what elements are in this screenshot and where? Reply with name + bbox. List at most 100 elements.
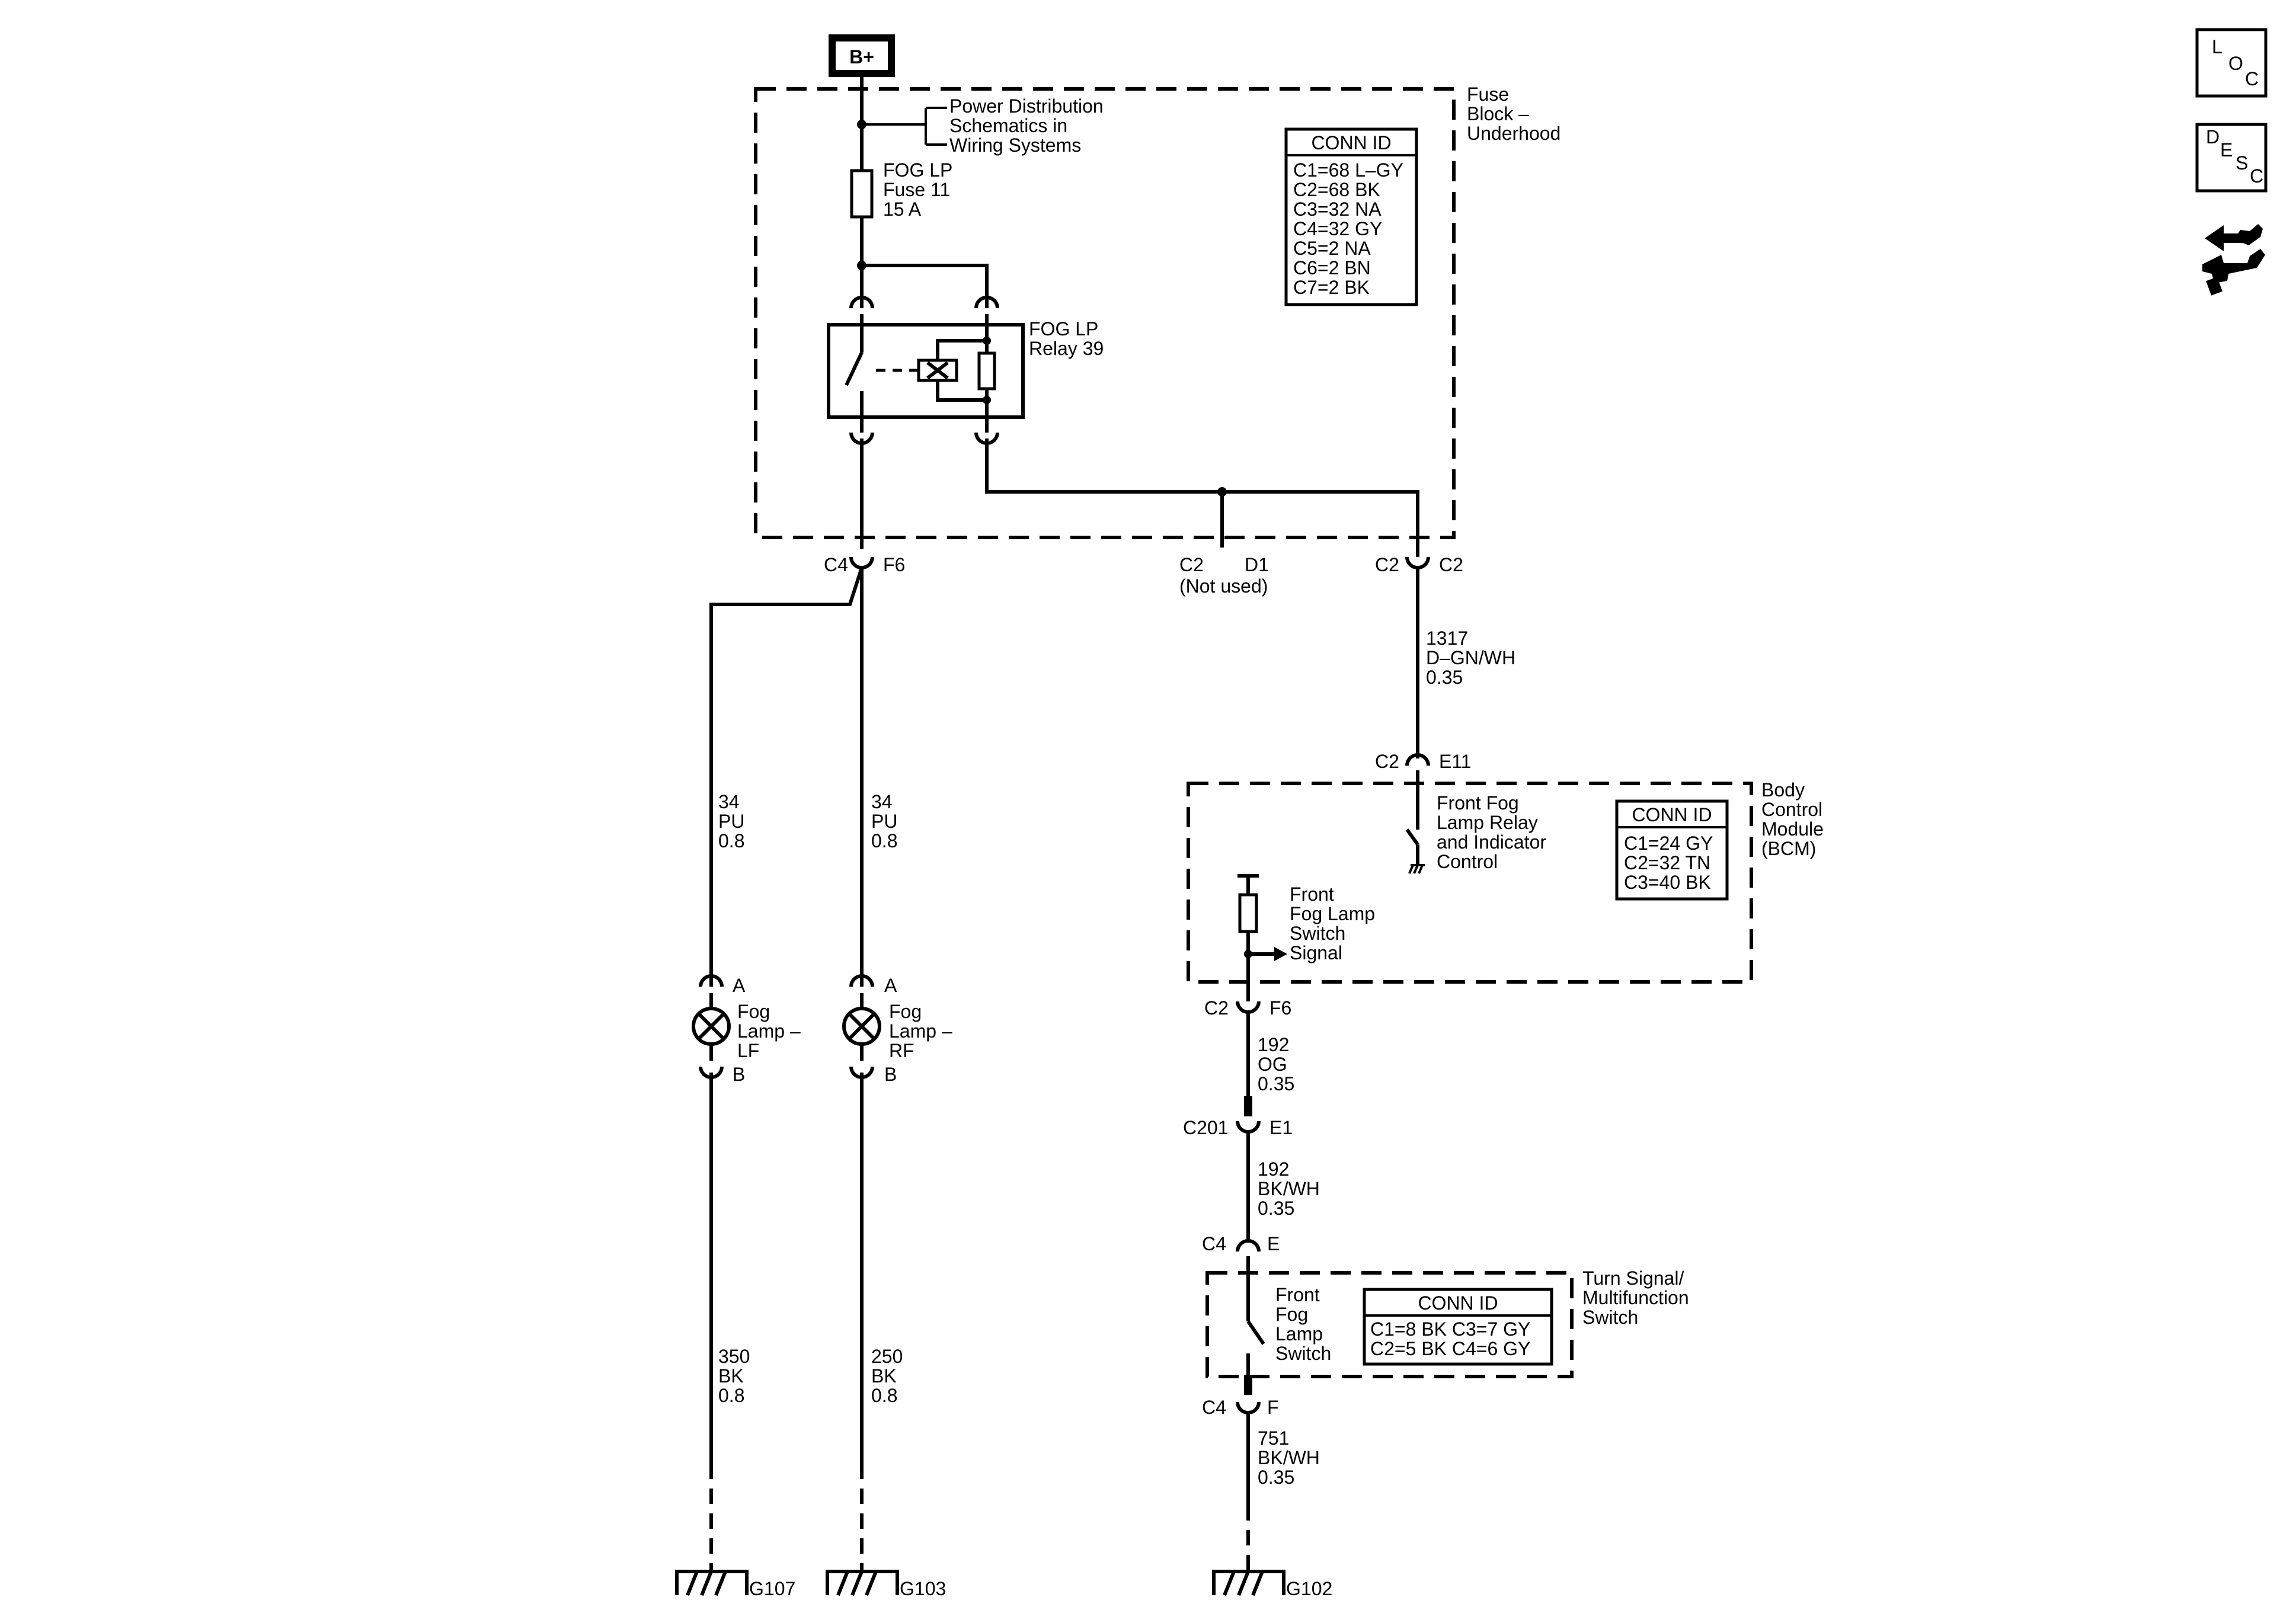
- fuse-label: FOG LP Fuse 11 15 A: [883, 159, 952, 220]
- svg-text:C4=32 GY: C4=32 GY: [1293, 218, 1382, 239]
- connector-body: [1244, 1096, 1252, 1116]
- svg-text:S: S: [2236, 152, 2248, 174]
- svg-text:BK: BK: [871, 1365, 897, 1387]
- bcm-relay-control-switch: [1405, 828, 1419, 846]
- svg-text:C5=2 NA: C5=2 NA: [1293, 238, 1371, 259]
- svg-text:LF: LF: [737, 1040, 759, 1061]
- fuse-block-enclosure: [754, 87, 1456, 539]
- svg-text:D1: D1: [1245, 554, 1269, 575]
- svg-text:F6: F6: [1269, 997, 1291, 1019]
- svg-text:0.8: 0.8: [871, 1385, 897, 1406]
- svg-text:Block –: Block –: [1467, 103, 1529, 124]
- wire-label-34-rf: 34 PU 0.8: [871, 791, 897, 852]
- svg-text:E1: E1: [1269, 1117, 1293, 1138]
- loc-button[interactable]: L O C: [2195, 28, 2268, 98]
- wire-label-192-bkwh: 192 BK/WH 0.35: [1258, 1158, 1320, 1219]
- svg-text:C4: C4: [1202, 1233, 1226, 1254]
- hand-arrows-icon[interactable]: [2202, 224, 2265, 296]
- svg-text:0.35: 0.35: [1258, 1198, 1294, 1219]
- svg-text:A: A: [884, 975, 897, 996]
- svg-text:Front: Front: [1275, 1284, 1320, 1305]
- wire-label-1317: 1317 D–GN/WH 0.35: [1426, 628, 1515, 688]
- svg-text:192: 192: [1258, 1158, 1289, 1180]
- svg-text:Fog: Fog: [1275, 1304, 1308, 1325]
- bplus-label: B+: [849, 46, 874, 68]
- svg-text:C1=24 GY: C1=24 GY: [1624, 833, 1713, 854]
- wire-label-34-lf: 34 PU 0.8: [718, 791, 744, 852]
- svg-text:Lamp: Lamp: [1275, 1323, 1323, 1345]
- front-fog-lamp-switch-label: Front Fog Lamp Switch: [1275, 1284, 1331, 1364]
- fog-lamp-lf: A B Fog Lamp – LF: [692, 974, 801, 1085]
- svg-text:PU: PU: [871, 811, 897, 832]
- svg-text:Control: Control: [1437, 851, 1498, 872]
- desc-button[interactable]: D E S C: [2195, 123, 2268, 193]
- svg-text:Schematics in: Schematics in: [949, 115, 1067, 136]
- ground-g102: G102: [1212, 1570, 1332, 1599]
- svg-text:1317: 1317: [1426, 628, 1468, 649]
- svg-text:BK: BK: [718, 1365, 744, 1387]
- svg-text:C3=40 BK: C3=40 BK: [1624, 872, 1711, 893]
- bcm-title: Body Control Module (BCM): [1761, 779, 1824, 859]
- svg-text:Body: Body: [1761, 779, 1805, 801]
- svg-text:Multifunction: Multifunction: [1582, 1287, 1689, 1308]
- svg-text:Switch: Switch: [1275, 1343, 1331, 1364]
- svg-text:34: 34: [718, 791, 740, 812]
- svg-text:D: D: [2206, 126, 2220, 148]
- svg-text:0.8: 0.8: [718, 830, 744, 852]
- wire-label-192-og: 192 OG 0.35: [1258, 1034, 1294, 1094]
- svg-text:G102: G102: [1286, 1578, 1332, 1599]
- svg-text:C: C: [2245, 68, 2259, 89]
- svg-text:FOG LP: FOG LP: [1029, 318, 1098, 340]
- front-fog-lamp-switch-contact: [1246, 1320, 1265, 1345]
- svg-text:C2: C2: [1179, 554, 1204, 575]
- svg-text:G107: G107: [749, 1578, 795, 1599]
- svg-text:CONN ID: CONN ID: [1311, 132, 1391, 153]
- connector-c201-e1: C201 E1: [1183, 1117, 1293, 1138]
- svg-text:E: E: [2220, 139, 2233, 161]
- svg-text:FOG LP: FOG LP: [883, 159, 952, 181]
- svg-text:B: B: [884, 1064, 897, 1085]
- svg-text:Switch: Switch: [1582, 1307, 1638, 1328]
- svg-text:Fog: Fog: [889, 1001, 922, 1022]
- relay-label: FOG LP Relay 39: [1029, 318, 1104, 359]
- svg-text:350: 350: [718, 1346, 750, 1367]
- svg-text:Fuse 11: Fuse 11: [883, 179, 950, 200]
- svg-text:Module: Module: [1761, 818, 1824, 840]
- bcm-conn-id-table: CONN ID C1=24 GY C2=32 TN C3=40 BK: [1615, 799, 1729, 901]
- svg-text:L: L: [2212, 36, 2223, 57]
- svg-text:0.35: 0.35: [1258, 1073, 1294, 1094]
- svg-text:Front: Front: [1290, 884, 1334, 905]
- fuse-block-conn-id-table: CONN ID C1=68 L–GY C2=68 BK C3=32 NA C4=…: [1284, 127, 1418, 306]
- svg-text:C4: C4: [824, 554, 848, 575]
- svg-text:F6: F6: [883, 554, 905, 575]
- svg-text:BK/WH: BK/WH: [1258, 1447, 1320, 1468]
- signal-arrow-icon: [1274, 947, 1287, 961]
- relay-output-wire: [985, 438, 1419, 539]
- relay-coil-feed: [862, 264, 989, 292]
- svg-text:751: 751: [1258, 1427, 1289, 1449]
- svg-text:O: O: [2228, 53, 2243, 74]
- svg-text:0.8: 0.8: [718, 1385, 744, 1406]
- svg-text:Lamp –: Lamp –: [889, 1020, 952, 1042]
- wire-34-lf: [709, 567, 864, 987]
- svg-text:C2=5 BK C4=6 GY: C2=5 BK C4=6 GY: [1370, 1338, 1530, 1359]
- turn-signal-conn-id-table: CONN ID C1=8 BK C3=7 GY C2=5 BK C4=6 GY: [1363, 1288, 1553, 1366]
- svg-text:C2: C2: [1439, 554, 1463, 575]
- svg-text:E: E: [1267, 1233, 1280, 1254]
- svg-text:CONN ID: CONN ID: [1632, 804, 1712, 825]
- connector-c4-e: C4 E: [1202, 1233, 1280, 1254]
- svg-text:0.35: 0.35: [1426, 667, 1463, 688]
- svg-text:BK/WH: BK/WH: [1258, 1178, 1320, 1199]
- svg-text:Lamp Relay: Lamp Relay: [1437, 812, 1538, 833]
- ground-g103: G103: [826, 1570, 946, 1599]
- svg-text:Lamp –: Lamp –: [737, 1020, 801, 1042]
- svg-text:Control: Control: [1761, 799, 1822, 820]
- svg-text:Switch: Switch: [1290, 923, 1345, 944]
- relay-switch-contact: [845, 351, 864, 386]
- connector-c4-f6: C4 F6: [824, 554, 905, 575]
- svg-text:Power Distribution: Power Distribution: [949, 95, 1104, 117]
- svg-text:C1=8 BK C3=7 GY: C1=8 BK C3=7 GY: [1370, 1318, 1530, 1340]
- ground-g107: G107: [675, 1570, 795, 1599]
- svg-text:RF: RF: [889, 1040, 914, 1061]
